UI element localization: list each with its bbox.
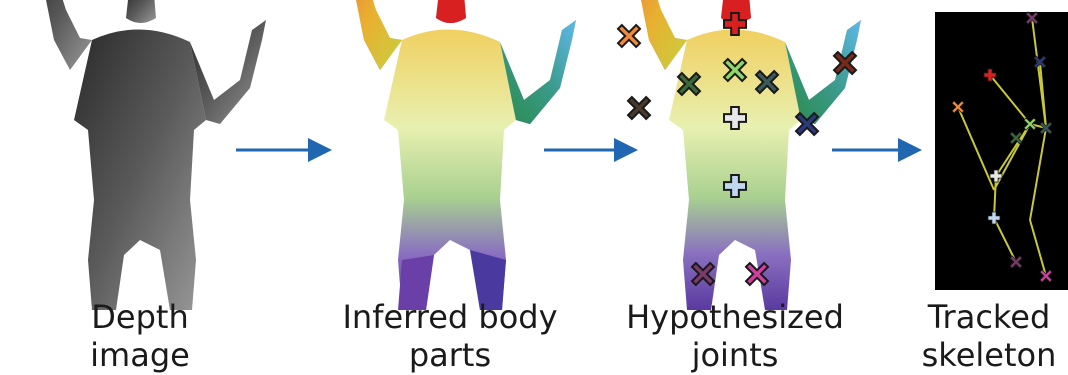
body-parts-panel — [338, 0, 576, 310]
arrow-3 — [832, 138, 922, 162]
depth-image-panel — [28, 0, 266, 310]
hand-left-joint-marker — [618, 25, 640, 47]
caption-skeleton: Trackedskeleton — [910, 298, 1068, 374]
caption-depth: Depthimage — [40, 298, 240, 374]
arrow-1 — [236, 138, 332, 162]
caption-joints: Hypothesizedjoints — [620, 298, 850, 374]
skeleton-panel — [935, 12, 1068, 290]
arrow-2 — [544, 138, 638, 162]
joints-panel — [618, 0, 861, 310]
caption-parts: Inferred bodyparts — [330, 298, 570, 374]
elbow-left-joint-marker — [628, 97, 650, 119]
